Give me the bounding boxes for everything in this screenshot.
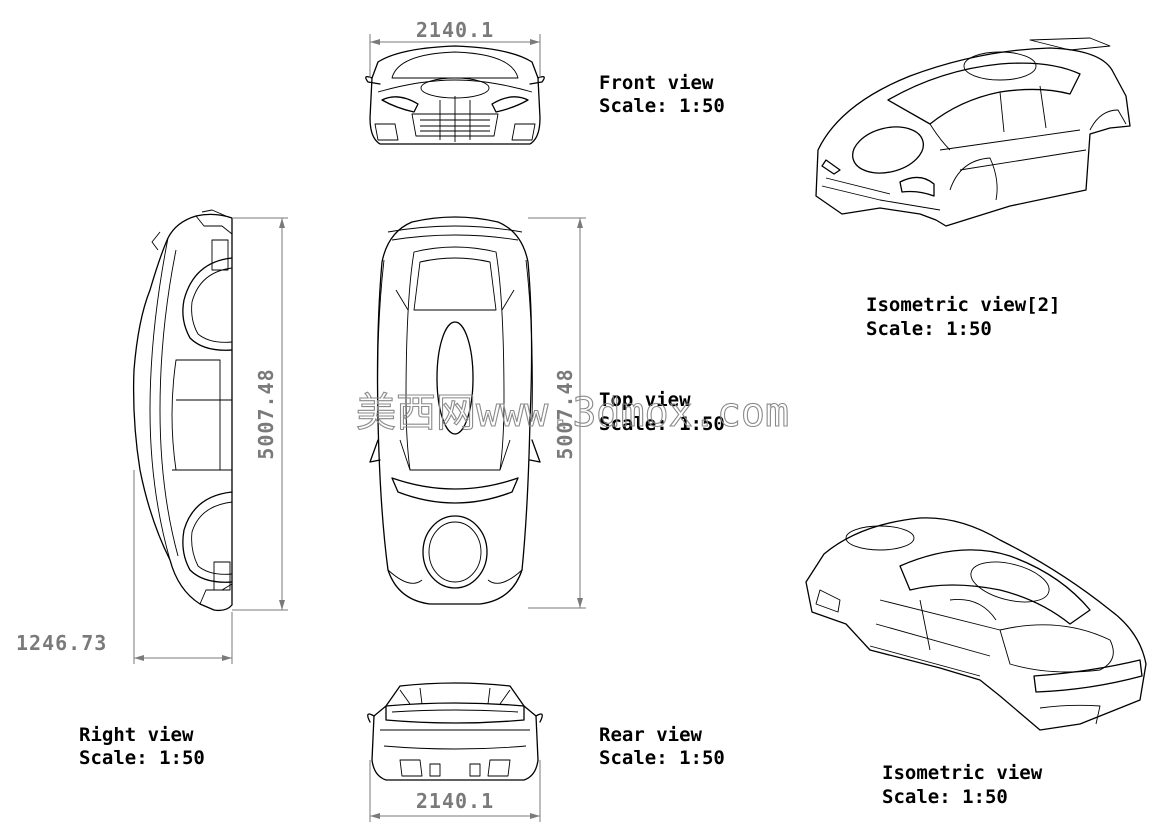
side-height-dimension: 1246.73: [16, 470, 233, 664]
rear-width-dimension: 2140.1: [369, 760, 541, 822]
front-width-value: 2140.1: [416, 18, 494, 42]
front-view-label: Front view: [599, 72, 714, 94]
right-view-label: Right view: [79, 724, 194, 746]
right-view-scale: Scale: 1:50: [79, 747, 205, 769]
top-length-value: 5007.48: [553, 368, 577, 459]
top-view-scale: Scale: 1:50: [599, 413, 725, 435]
front-width-dimension: 2140.1: [369, 18, 541, 78]
side-height-value: 1246.73: [16, 631, 107, 655]
isometric-view-2-drawing: [815, 37, 1131, 227]
front-view-scale: Scale: 1:50: [599, 95, 725, 117]
rear-view-drawing: [367, 682, 543, 781]
top-length-dimension: 5007.48: [528, 217, 586, 609]
side-length-dimension: 5007.48: [232, 217, 288, 611]
rear-view-scale: Scale: 1:50: [599, 747, 725, 769]
right-view-drawing: [132, 209, 233, 612]
isometric-view-2-scale: Scale: 1:50: [866, 318, 992, 340]
rear-view-label: Rear view: [599, 724, 703, 746]
top-view-drawing: [369, 216, 541, 605]
side-length-value: 5007.48: [254, 368, 278, 459]
front-view-drawing: [365, 45, 545, 145]
rear-width-value: 2140.1: [416, 789, 494, 813]
top-view-label: Top view: [599, 389, 691, 411]
isometric-view-label: Isometric view: [882, 762, 1043, 784]
isometric-view-drawing: [805, 517, 1147, 731]
isometric-view-2-label: Isometric view[2]: [866, 294, 1060, 316]
watermark-text: 美西网www.3dmox.com: [356, 390, 789, 436]
isometric-view-scale: Scale: 1:50: [882, 786, 1008, 808]
